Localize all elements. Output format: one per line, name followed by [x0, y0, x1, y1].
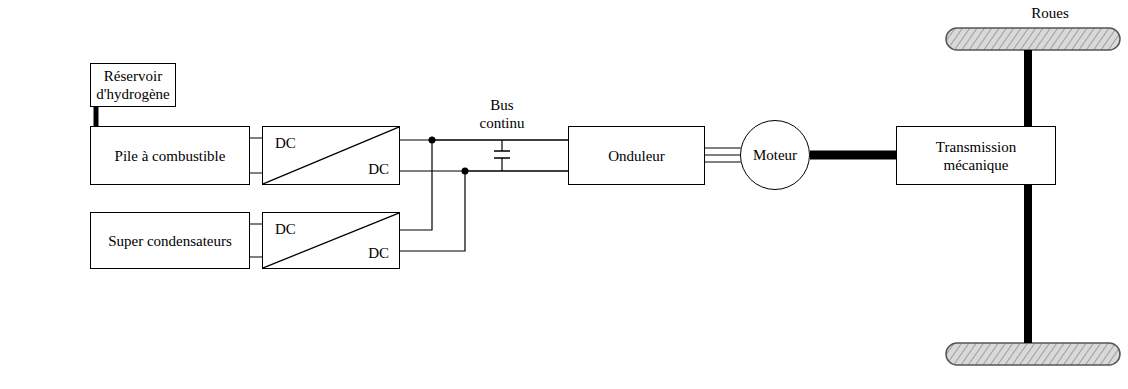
wire — [250, 138, 262, 173]
fuel-cell-box: Pile à combustible — [90, 126, 250, 185]
wheel — [946, 28, 1120, 50]
node-text: DC — [275, 134, 296, 152]
node-text: DC — [368, 244, 389, 262]
node-text: Moteur — [753, 146, 797, 164]
junction-dot — [462, 168, 469, 175]
bus-label: Bus continu — [470, 96, 534, 132]
junction-dot — [429, 137, 436, 144]
wheel — [946, 343, 1120, 365]
node-text: Pile à combustible — [115, 147, 226, 165]
capacitor-plate — [494, 150, 510, 152]
axle — [1024, 50, 1032, 127]
wire — [400, 140, 568, 171]
inverter-box: Onduleur — [568, 126, 705, 185]
supercap-box: Super condensateurs — [90, 212, 250, 269]
converter-box: DC DC — [262, 212, 400, 269]
capacitor-plate — [494, 157, 510, 159]
capacitor-lead — [501, 140, 502, 151]
wheel-label: Roues — [1020, 4, 1080, 22]
converter-box: DC DC — [262, 126, 400, 185]
wire — [705, 148, 741, 162]
motor-circle: Moteur — [740, 120, 810, 190]
wire — [810, 151, 896, 160]
node-text: Super condensateurs — [108, 232, 232, 250]
wire — [400, 140, 568, 251]
node-text: Onduleur — [608, 147, 665, 165]
node-text: DC — [368, 160, 389, 178]
node-text: Réservoir d'hydrogène — [96, 67, 170, 103]
transmission-box: Transmission mécanique — [896, 126, 1056, 185]
node-text: Transmission mécanique — [903, 138, 1049, 174]
node-text: DC — [275, 220, 296, 238]
wire — [94, 107, 99, 126]
wire — [250, 224, 262, 257]
tank-box: Réservoir d'hydrogène — [90, 63, 176, 107]
capacitor-lead — [501, 158, 502, 171]
axle — [1024, 184, 1032, 343]
